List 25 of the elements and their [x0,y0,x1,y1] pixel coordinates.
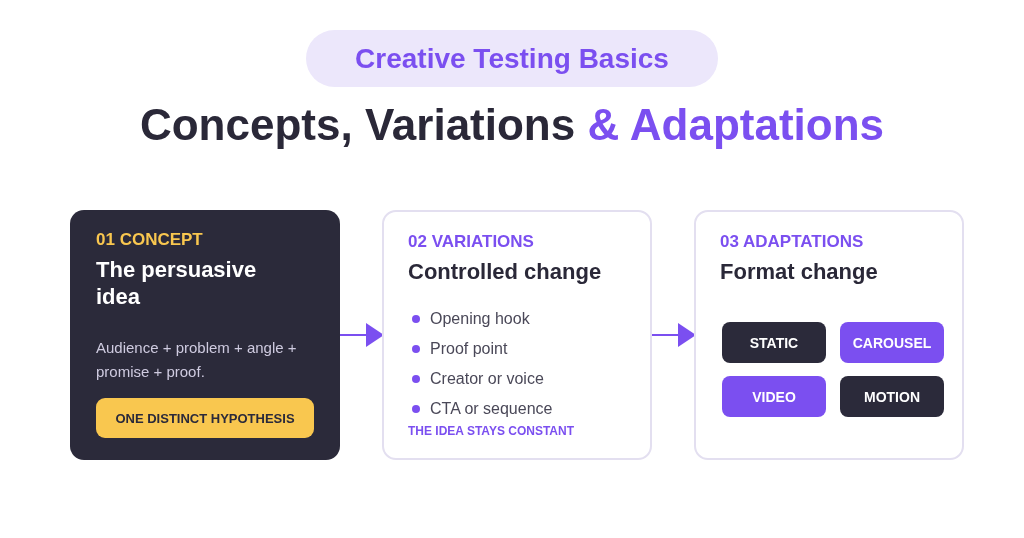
format-chip: MOTION [840,376,944,417]
step-card [70,210,340,460]
format-chip: STATIC [722,322,826,363]
bullet-text: CTA or sequence [430,400,553,418]
title-pill: Creative Testing Basics [306,30,718,87]
bullet-text: Creator or voice [430,370,544,388]
description-text: Audience + problem + angle + promise + proof. [96,338,298,382]
format-chip: CAROUSEL [840,322,944,363]
heading-text: Concepts, Variations [139,100,576,149]
bullet-text: Opening hook [430,310,530,328]
step-heading: Format change [720,258,879,285]
step-label: 03 ADAPTATIONS [720,232,864,252]
bullet-text: Proof point [430,340,508,358]
heading-text: & Adaptations [586,100,885,149]
arrow [339,323,384,347]
format-chip: VIDEO [722,376,826,417]
step-label: 01 CONCEPT [96,230,203,250]
step-card [382,210,652,460]
note-text: THE IDEA STAYS CONSTANT [408,424,574,438]
step-card [694,210,964,460]
arrow [651,323,696,347]
step-label: 02 VARIATIONS [408,232,534,252]
step-heading: The persuasive idea [96,256,258,310]
hypothesis-badge: ONE DISTINCT HYPOTHESIS [96,398,314,438]
step-heading: Controlled change [408,258,603,285]
